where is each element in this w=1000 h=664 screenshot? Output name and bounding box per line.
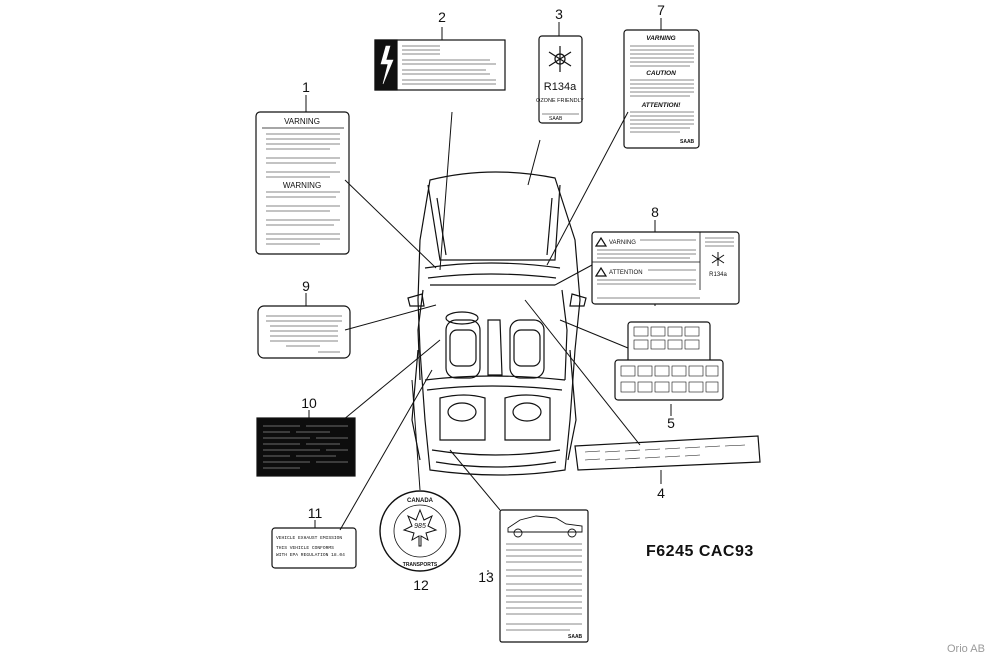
label-11-title: VEHICLE EXHAUST EMISSION [276,535,342,541]
callout-7: 7 [657,2,665,18]
label-11 [271,527,357,569]
snowflake-icon [548,46,572,72]
label-3-ozone: OZONE FRIENDLY [536,98,584,104]
label-8-refrigerant: R134a [709,272,727,278]
label-1-heading-2: WARNING [283,181,321,190]
callout-10: 10 [301,395,317,411]
callout-2: 2 [438,9,446,25]
label-9 [257,305,351,359]
callout-9: 9 [302,278,310,294]
label-1-heading: VARNING [284,117,320,126]
callout-11: 11 [308,505,323,521]
label-13-brand: SAAB [568,634,583,640]
callout-5: 5 [667,415,675,431]
callout-8: 8 [651,204,659,220]
label-7-brand: SAAB [680,139,695,145]
diagram-code: F6245 CAC93 [646,543,754,560]
credit-watermark: Orio AB [947,643,985,655]
label-7-attention: ATTENTION! [641,102,682,109]
label-7-heading: VARNING [646,35,676,42]
label-10 [256,417,356,477]
label-8-warning: VARNING [609,240,636,246]
label-7-caution: CAUTION [646,70,676,77]
callout-1: 1 [302,79,310,95]
label-13 [499,509,589,643]
label-8 [591,231,740,305]
label-8-attention: ATTENTION [609,270,643,276]
label-2 [374,39,506,91]
label-12 [379,490,461,572]
label-12-year: 985 [414,523,426,530]
label-4 [574,435,761,471]
car-outline [407,171,587,476]
leader-lines [305,18,672,572]
snowflake-icon [711,252,725,266]
label-12-canada: CANADA [407,498,434,504]
label-3 [538,35,583,124]
callout-4: 4 [657,485,665,501]
label-5 [614,321,724,401]
maple-leaf-icon [402,508,438,547]
label-11-line-2: WITH EPA REGULATION 18.04 [276,552,345,558]
callout-numbers: 1 2 3 4 5 7 8 9 10 11 12 13 [301,2,675,593]
label-3-refrigerant: R134a [544,81,577,93]
label-11-line-1: THIS VEHICLE CONFORMS [276,545,334,551]
callout-3: 3 [555,6,563,22]
label-7 [623,29,700,149]
car-silhouette-icon [507,515,583,533]
label-texts: VARNING WARNING R134a OZONE FRIENDLY SAA… [276,35,728,640]
label-3-brand: SAAB [549,116,563,122]
callout-13: 13 [478,569,494,585]
callout-12: 12 [413,577,429,593]
label-12-transport: TRANSPORTS [403,562,438,568]
label-1 [255,111,350,255]
